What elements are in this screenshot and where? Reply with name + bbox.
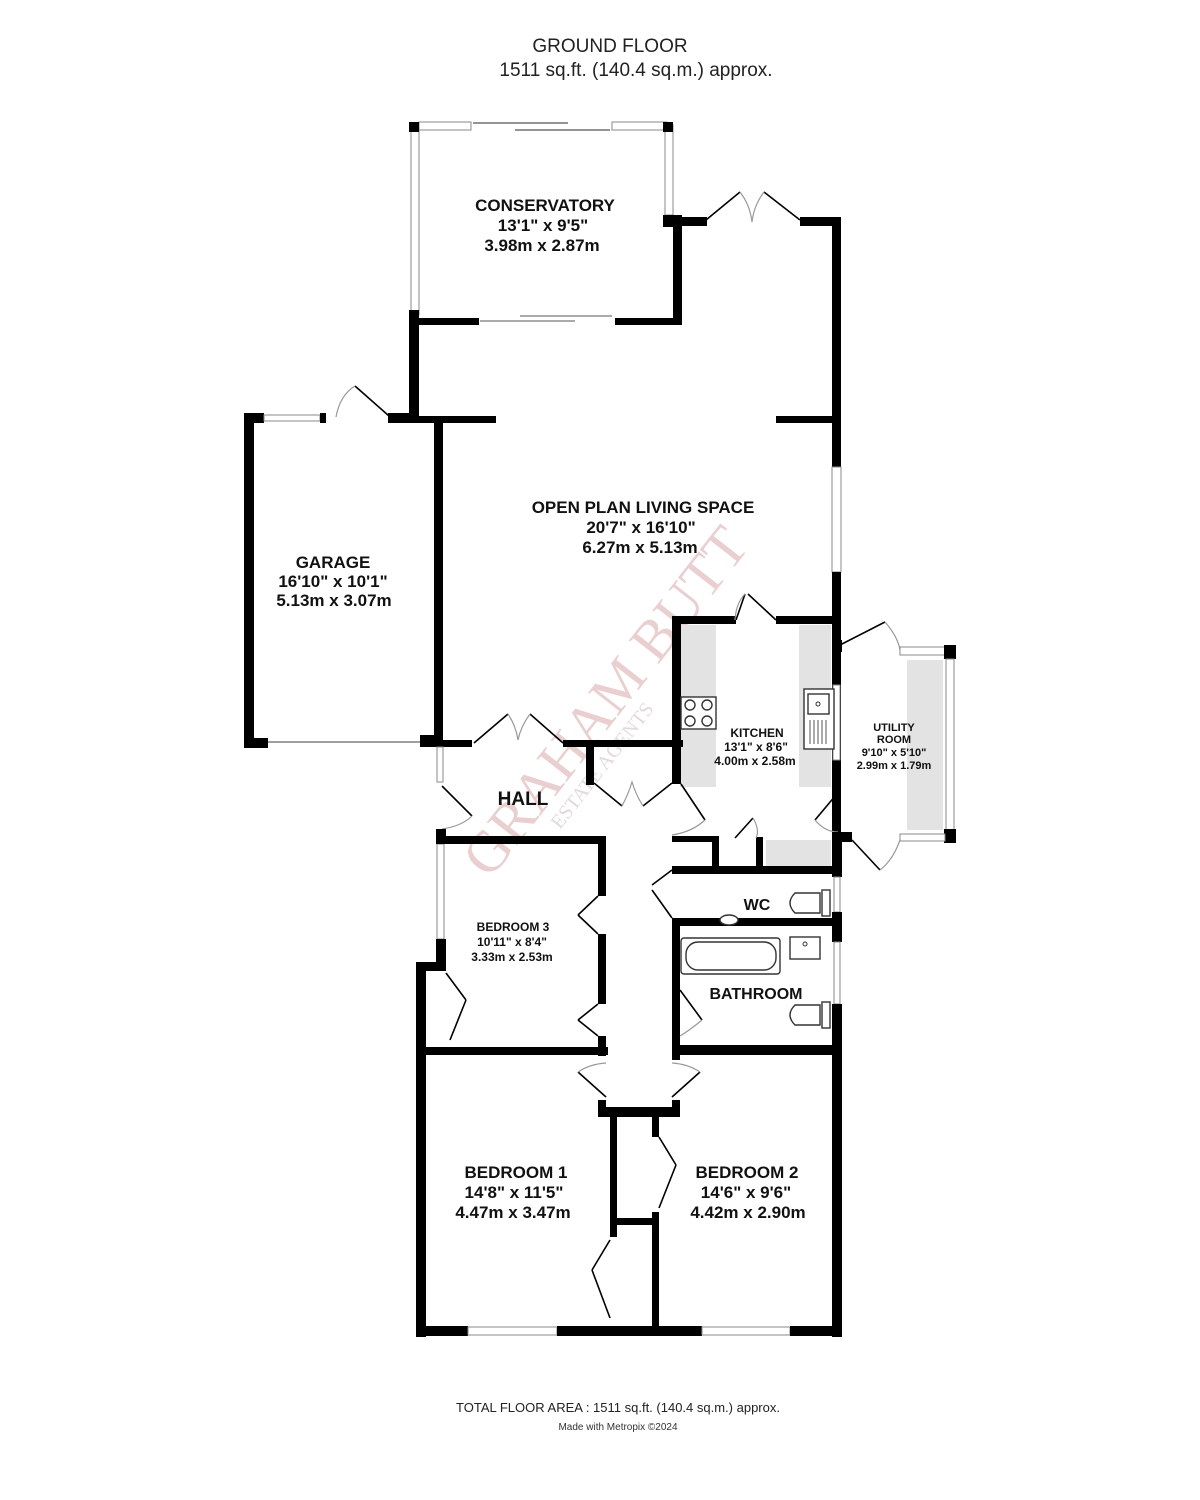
living-metric: 6.27m x 5.13m [582, 538, 697, 557]
sink-icon [803, 688, 835, 750]
utility-label-1: UTILITY [873, 722, 915, 734]
hall-walls [434, 713, 683, 830]
metropix-credit: Made with Metropix ©2024 [558, 1422, 678, 1433]
total-floor-area: TOTAL FLOOR AREA : 1511 sq.ft. (140.4 sq… [456, 1400, 780, 1415]
bedroom1-metric: 4.47m x 3.47m [455, 1203, 570, 1222]
bedroom3-imperial: 10'11" x 8'4" [477, 935, 547, 949]
french-doors-living[interactable] [679, 191, 840, 226]
conservatory-label: CONSERVATORY [475, 196, 615, 215]
bedroom1-imperial: 14'8" x 11'5" [465, 1183, 564, 1202]
utility-walls [832, 645, 956, 871]
hob-icon [680, 696, 717, 730]
garage-metric: 5.13m x 3.07m [276, 591, 391, 610]
conservatory-walls [409, 121, 682, 420]
hall-label: HALL [498, 789, 549, 810]
living-imperial: 20'7" x 16'10" [586, 518, 695, 537]
bedroom2-label: BEDROOM 2 [696, 1163, 799, 1182]
bedroom2-imperial: 14'6" x 9'6" [701, 1183, 791, 1202]
kitchen-metric: 4.00m x 2.58m [714, 754, 795, 768]
bedrooms-walls [416, 1047, 842, 1337]
bathroom-walls [672, 936, 842, 1060]
utility-imperial: 9'10" x 5'10" [862, 747, 927, 759]
bedroom3-label: BEDROOM 3 [477, 920, 550, 934]
bedroom1-label: BEDROOM 1 [465, 1163, 568, 1182]
living-label: OPEN PLAN LIVING SPACE [532, 498, 755, 517]
conservatory-metric: 3.98m x 2.87m [484, 236, 599, 255]
bedroom2-metric: 4.42m x 2.90m [690, 1203, 805, 1222]
bedroom3-metric: 3.33m x 2.53m [471, 950, 552, 964]
bathroom-label: BATHROOM [709, 986, 802, 1003]
kitchen-label: KITCHEN [730, 726, 783, 740]
wc-label: WC [744, 897, 771, 914]
wc-walls [651, 817, 842, 1058]
utility-metric: 2.99m x 1.79m [857, 760, 932, 772]
bedroom3-walls [416, 829, 608, 1057]
conservatory-imperial: 13'1" x 9'5" [498, 216, 588, 235]
floor-area-header: 1511 sq.ft. (140.4 sq.m.) approx. [499, 60, 773, 81]
kitchen-imperial: 13'1" x 8'6" [724, 740, 788, 754]
floor-title: GROUND FLOOR [532, 36, 688, 57]
garage-imperial: 16'10" x 10'1" [278, 572, 387, 591]
garage-label: GARAGE [296, 553, 371, 572]
utility-label-2: ROOM [877, 734, 911, 746]
